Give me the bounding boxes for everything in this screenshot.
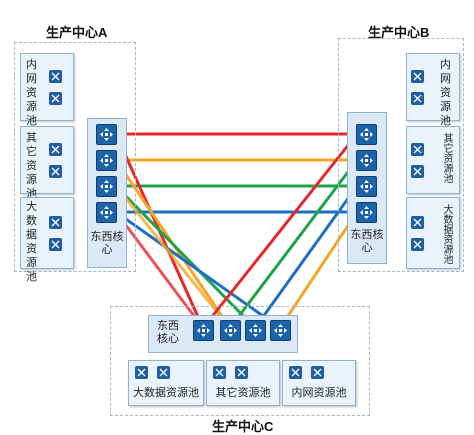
pool-label: 大数据资源池 [441, 204, 452, 264]
link-a-c-4 [115, 210, 281, 330]
link-a-c-3 [114, 184, 257, 330]
center-a-frame [14, 42, 136, 272]
pool-label: 其它资源池 [441, 133, 452, 183]
link-b-c-4 [278, 211, 359, 329]
cluster-node-icon [411, 238, 424, 251]
pool-label: 大数据资源池 [26, 201, 37, 283]
center-c-title: 生产中心C [212, 419, 274, 434]
router-switch-icon[interactable] [356, 150, 377, 171]
cluster-node-icon [49, 143, 62, 156]
cluster-node-icon [411, 70, 424, 83]
center-b-title: 生产中心B [368, 25, 430, 40]
pool-label: 其它资源池 [26, 132, 37, 200]
cluster-node-icon [411, 216, 424, 229]
core-label: 东西核心 [350, 229, 384, 254]
center-a-pool-other[interactable]: 其它资源池 [20, 126, 74, 200]
center-c-pool-other[interactable]: 其它资源池 [206, 360, 280, 406]
pool-label: 其它资源池 [215, 387, 271, 399]
router-switch-icon[interactable] [356, 176, 377, 197]
cluster-node-icon [213, 366, 226, 379]
cluster-node-icon [289, 366, 302, 379]
router-switch-icon[interactable] [220, 320, 241, 341]
link-a-c-5 [114, 211, 205, 329]
router-switch-icon[interactable] [96, 150, 117, 171]
pool-label: 大数据资源池 [133, 387, 199, 399]
router-switch-icon[interactable] [245, 320, 266, 341]
router-switch-icon[interactable] [356, 124, 377, 145]
center-a-title: 生产中心A [46, 25, 108, 40]
center-a-pool-intranet[interactable]: 内网资源池 [20, 53, 74, 127]
router-switch-icon[interactable] [356, 202, 377, 223]
center-c-pool-intranet[interactable]: 内网资源池 [282, 360, 356, 406]
cluster-node-icon [49, 165, 62, 178]
cluster-node-icon [235, 366, 248, 379]
center-b-pool-other[interactable]: 其它资源池 [406, 126, 460, 194]
center-b-frame [338, 38, 464, 272]
cluster-node-icon [157, 366, 170, 379]
cluster-node-icon [411, 165, 424, 178]
cluster-node-icon [411, 92, 424, 105]
link-b-c-2 [228, 159, 359, 329]
link-b-c-1 [201, 133, 359, 329]
router-switch-icon[interactable] [96, 124, 117, 145]
center-b-pool-intranet[interactable]: 内网资源池 [406, 53, 460, 127]
cluster-node-icon [411, 143, 424, 156]
center-a-pool-bigdata[interactable]: 大数据资源池 [20, 197, 74, 283]
core-label: 东西核心 [157, 320, 179, 345]
pool-label: 内网资源池 [26, 59, 37, 127]
cluster-node-icon [135, 366, 148, 379]
router-switch-icon[interactable] [193, 320, 214, 341]
center-c-frame [110, 306, 370, 416]
center-c-pool-bigdata[interactable]: 大数据资源池 [128, 360, 204, 406]
link-b-c-3 [253, 185, 359, 329]
router-switch-icon[interactable] [96, 176, 117, 197]
cluster-node-icon [49, 70, 62, 83]
cluster-node-icon [49, 238, 62, 251]
cluster-node-icon [311, 366, 324, 379]
cluster-node-icon [49, 216, 62, 229]
router-switch-icon[interactable] [96, 202, 117, 223]
cluster-node-icon [49, 92, 62, 105]
core-label: 东西核心 [90, 231, 124, 256]
center-b-pool-bigdata[interactable]: 大数据资源池 [406, 197, 460, 269]
pool-label: 内网资源池 [440, 59, 451, 127]
router-switch-icon[interactable] [270, 320, 291, 341]
pool-label: 内网资源池 [291, 387, 347, 399]
